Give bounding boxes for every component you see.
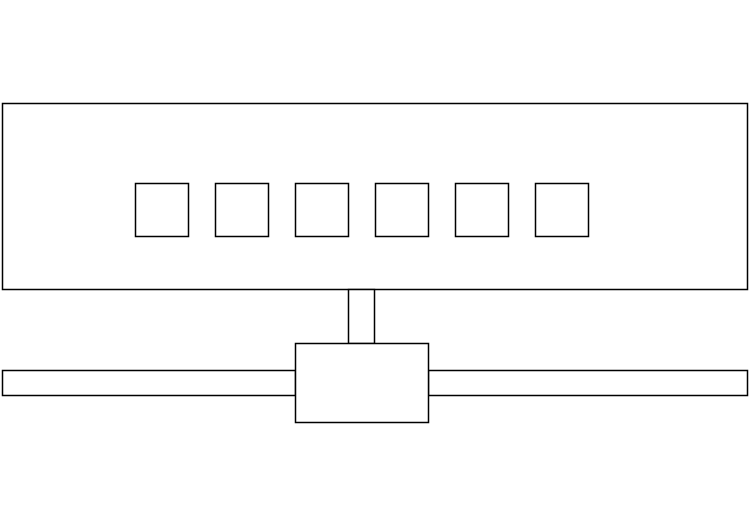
panel-square xyxy=(294,182,350,238)
panel-square xyxy=(534,182,590,238)
panel-squares xyxy=(134,182,590,238)
panel-square xyxy=(454,182,510,238)
left-bar xyxy=(1,369,297,397)
panel-square xyxy=(214,182,270,238)
right-bar xyxy=(427,369,749,397)
panel-square xyxy=(134,182,190,238)
panel-square xyxy=(374,182,430,238)
center-box xyxy=(294,342,430,424)
connector-stem xyxy=(347,288,376,345)
